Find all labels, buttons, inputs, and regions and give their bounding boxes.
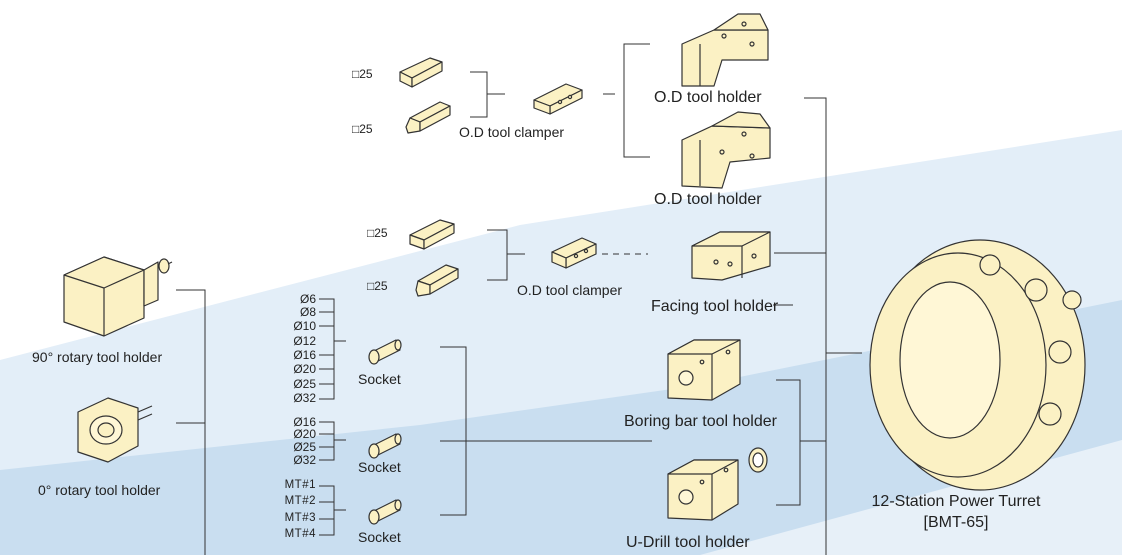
facing-tool-holder <box>691 231 771 281</box>
od-tool-clamper-2 <box>551 237 597 269</box>
od-tool-clamper-1 <box>533 83 583 115</box>
square-shank-tool-1 <box>399 57 443 88</box>
socket-size: Ø16 <box>293 415 316 429</box>
shank-size-label: □25 <box>352 67 373 81</box>
shank-size-label: □25 <box>367 279 388 293</box>
od-tool-clamper-label: O.D tool clamper <box>459 124 565 140</box>
shank-size-label: □25 <box>352 122 373 136</box>
socket-label: Socket <box>358 459 401 475</box>
rotary-0-label: 0° rotary tool holder <box>38 482 161 498</box>
turret-illustration <box>869 239 1086 491</box>
boring-bar-tool-holder <box>667 339 741 401</box>
socket-2 <box>368 433 402 459</box>
turret-model: [BMT-65] <box>923 514 989 531</box>
grooving-tool-2 <box>415 264 459 297</box>
socket-size: Ø25 <box>293 377 316 391</box>
u-drill-tool-holder <box>667 459 739 521</box>
socket-size: Ø16 <box>293 348 316 362</box>
socket-size: Ø6 <box>299 292 316 306</box>
socket-size: Ø20 <box>293 362 316 376</box>
rotary-90-label: 90° rotary tool holder <box>32 349 163 365</box>
u-drill-tool-holder-label: U-Drill tool holder <box>626 534 750 551</box>
od-tool-holder-2 <box>681 111 771 189</box>
socket-label: Socket <box>358 529 401 545</box>
socket-1 <box>368 339 402 365</box>
rotary-tool-holder-90 <box>63 256 173 337</box>
u-drill-sleeve <box>748 447 768 473</box>
morse-taper-size: MT#3 <box>284 512 316 524</box>
socket-size: Ø20 <box>293 427 316 441</box>
socket-3 <box>368 499 402 525</box>
od-tool-holder-label: O.D tool holder <box>654 89 762 106</box>
rotary-tool-holder-0 <box>77 397 153 463</box>
socket-size: Ø10 <box>293 319 316 333</box>
socket-size: Ø32 <box>293 391 316 405</box>
grooving-tool-1 <box>405 101 451 134</box>
socket-size: Ø25 <box>293 440 316 454</box>
socket-label: Socket <box>358 371 401 387</box>
square-shank-tool-2 <box>409 219 455 250</box>
morse-taper-size: MT#4 <box>284 528 316 540</box>
od-tool-holder-1 <box>681 13 769 87</box>
morse-taper-size: MT#2 <box>284 495 316 507</box>
morse-taper-size: MT#1 <box>284 479 316 491</box>
shank-size-label: □25 <box>367 226 388 240</box>
facing-tool-holder-label: Facing tool holder <box>651 298 779 315</box>
boring-bar-tool-holder-label: Boring bar tool holder <box>624 413 777 430</box>
socket-size: Ø8 <box>299 305 316 319</box>
turret-name: 12-Station Power Turret <box>871 493 1041 510</box>
socket-size: Ø32 <box>293 453 316 467</box>
socket-size: Ø12 <box>293 334 316 348</box>
od-tool-holder-label: O.D tool holder <box>654 191 762 208</box>
od-tool-clamper-label: O.D tool clamper <box>517 282 623 298</box>
